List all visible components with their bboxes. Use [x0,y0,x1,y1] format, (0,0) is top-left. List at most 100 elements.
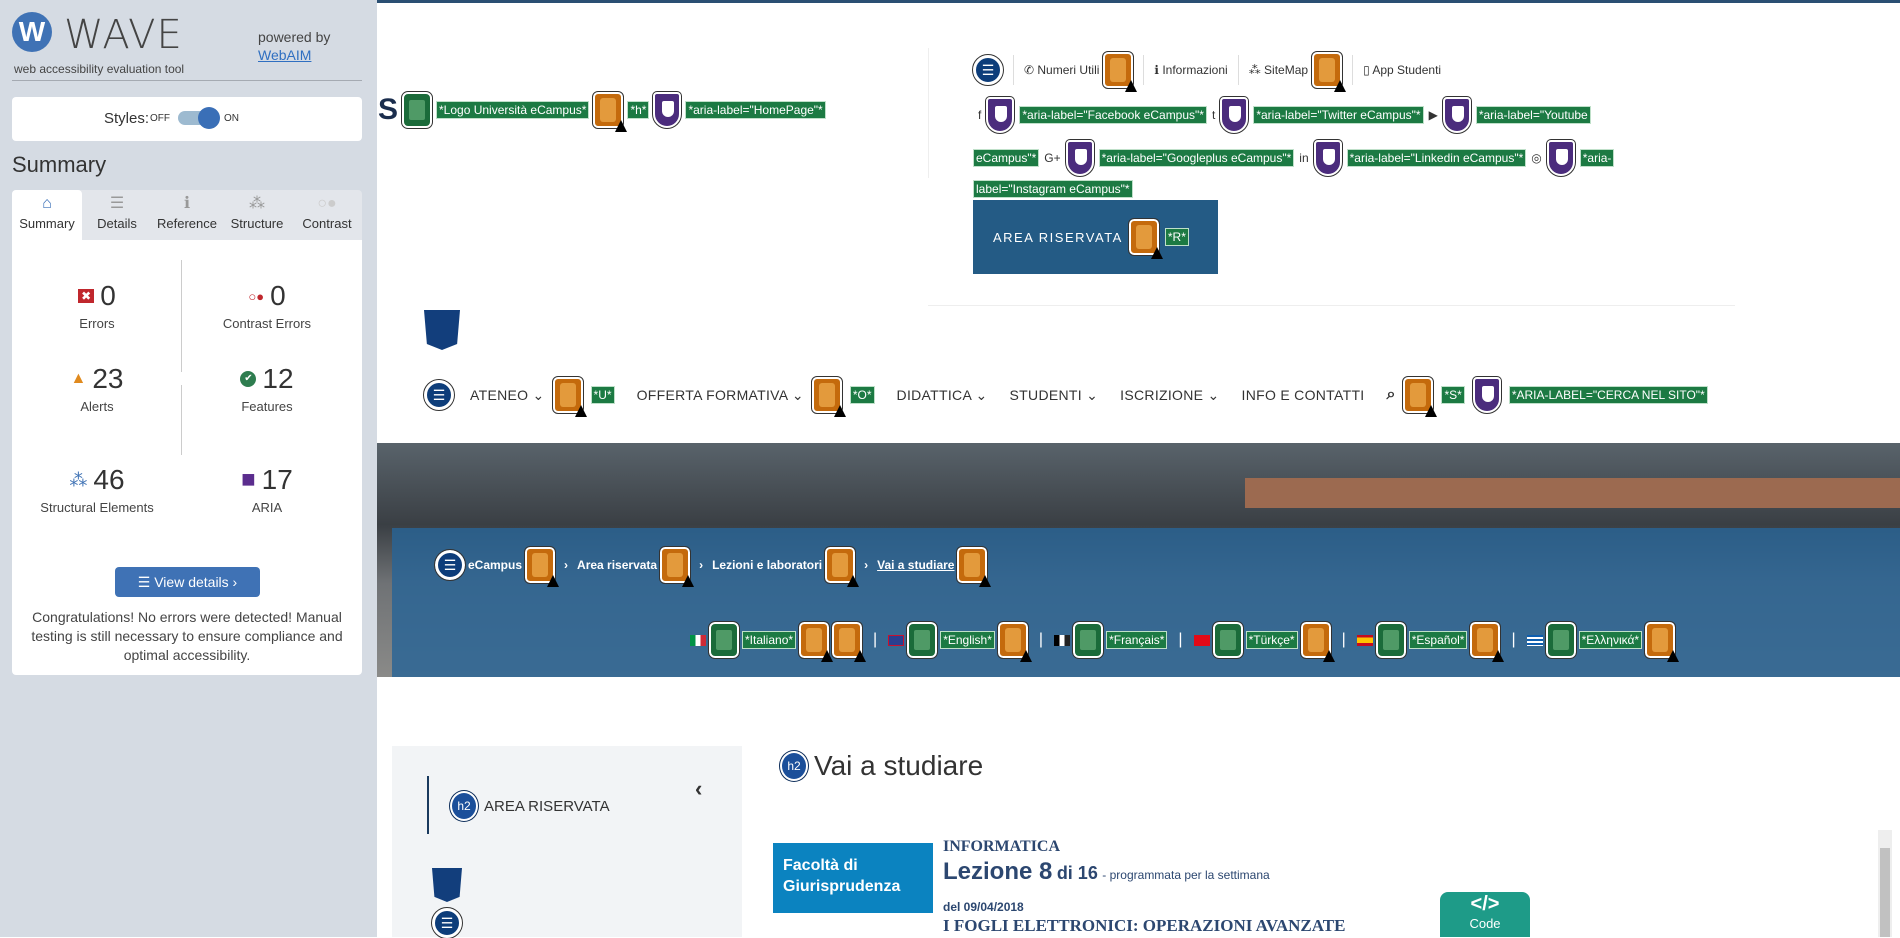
link-sitemap[interactable]: ⁂ SiteMap [1248,63,1309,77]
facebook-icon[interactable]: f [978,108,982,122]
nav-studenti[interactable]: STUDENTI ⌄ [1009,386,1099,403]
tab-structure[interactable]: ⁂Structure [222,190,292,240]
lesson-info: Lezione 8 di 16 - programmata per la set… [943,858,1270,886]
youtube-icon[interactable]: ▶ [1428,108,1438,122]
features-count: 12 [262,363,294,394]
flag-uk-icon [888,634,905,646]
alerts-count: 23 [92,363,124,394]
tab-contrast[interactable]: ○●Contrast [292,190,362,240]
faculty-label: Facoltà di Giurisprudenza [773,843,933,913]
structural-label: Structural Elements [40,500,154,515]
chevron-left-icon[interactable]: ‹ [695,776,703,801]
code-toggle-button[interactable]: </> Code [1440,892,1530,937]
nav-ateneo[interactable]: ATENEO ⌄ [470,386,545,403]
alert-icon [824,546,860,587]
nav-offerta-formativa[interactable]: OFFERTA FORMATIVA ⌄ [636,386,804,403]
divider [181,302,182,372]
aria-label-icon [1312,139,1343,177]
alert-icon [798,621,834,662]
linked-image-icon [708,621,740,659]
search-icon[interactable]: ⌕ [1386,386,1396,403]
tab-label: Summary [19,216,75,231]
divider [1237,55,1239,85]
aria-label-text: label="Instagram eCampus"* [973,180,1133,198]
flag-icon [1054,634,1071,646]
flag-italy-icon [690,634,706,646]
alert-icon [810,376,846,417]
divider [928,48,929,178]
powered-by: powered by [258,29,331,45]
lang-turkce[interactable]: *Türkçe* [1245,631,1298,649]
googleplus-icon[interactable]: G+ [1044,151,1061,165]
flag-turkey-icon [1193,634,1210,646]
linkedin-icon[interactable]: in [1299,151,1309,165]
lang-ellinika[interactable]: *Ελληνικά* [1578,631,1643,649]
wave-logo-icon: W [12,12,52,52]
lang-english[interactable]: *English* [940,631,995,649]
nav-info-contatti[interactable]: INFO E CONTATTI [1241,387,1365,403]
alert-icon [524,546,560,587]
breadcrumb: ☰ eCampus › Area riservata › Lezioni e l… [434,546,992,587]
link-numeri-utili[interactable]: ✆ Numeri Utili [1024,63,1100,77]
lang-francais[interactable]: *Français* [1106,631,1168,649]
scrollbar-thumb[interactable] [1880,848,1890,937]
view-details-label: View details › [154,574,238,590]
alert-icon [996,621,1032,662]
tab-summary[interactable]: ⌂Summary [12,190,82,240]
view-details-button[interactable]: ☰ View details › [115,567,260,597]
contrast-errors-count: 0 [270,280,286,311]
congrats-message: Congratulations! No errors were detected… [31,609,343,663]
twitter-icon[interactable]: t [1211,108,1216,122]
nav-iscrizione[interactable]: ISCRIZIONE ⌄ [1120,386,1220,403]
link-informazioni[interactable]: ℹ Informazioni [1154,63,1228,77]
breadcrumb-ecampus[interactable]: eCampus [468,558,523,572]
chevron-right-icon: › [564,558,569,572]
wave-sidebar: W WAVE web accessibility evaluation tool… [0,0,377,937]
lesson-title[interactable]: I FOGLI ELETTRONICI: OPERAZIONI AVANZATE [943,916,1346,935]
styles-toggle-knob[interactable] [198,107,220,129]
site-logo[interactable]: S *Logo Università eCampus* *h* *aria-la… [378,91,826,132]
social-row-3: label="Instagram eCampus"* [973,180,1133,198]
instagram-icon[interactable]: ◎ [1531,151,1542,165]
separator: | [1178,631,1183,648]
aria-label-text: *aria-label="HomePage"* [685,101,826,119]
summary-heading: Summary [12,152,107,177]
chevron-right-icon: › [699,558,704,572]
h2-icon: h2 [779,750,809,782]
stat-structural: ⁂46 Structural Elements [12,464,182,515]
subject: INFORMATICA [943,838,1061,855]
lang-espanol[interactable]: *Español* [1408,631,1468,649]
code-icon: </> [1470,893,1500,915]
link-app-studenti[interactable]: ▯ App Studenti [1363,63,1442,77]
alert-icon: ▲ [70,370,87,387]
top-border [377,0,1900,3]
tab-details[interactable]: ☰Details [82,190,152,240]
errors-count: 0 [100,280,116,311]
page-title: h2 Vai a studiare [779,750,983,782]
area-riservata-label: AREA RISERVATA [993,229,1123,245]
breadcrumb-area-riservata[interactable]: Area riservata [577,558,658,572]
nav-didattica[interactable]: DIDATTICA ⌄ [896,386,988,403]
alert-icon [1402,376,1438,417]
social-row-1: f *aria-label="Facebook eCampus"* t *ari… [978,96,1591,134]
aria-label-icon [1441,96,1472,134]
webaim-link[interactable]: WebAIM [258,47,312,63]
html5-structure-icon [424,310,460,350]
accesskey-label: *O* [849,386,875,404]
lang-italiano[interactable]: *Italiano* [742,631,797,649]
linked-image-icon [401,91,434,129]
error-icon: ✖ [78,289,95,303]
aria-label-icon [1064,139,1095,177]
aria-label-text: eCampus"* [973,149,1040,167]
alt-label: *Logo Università eCampus* [436,101,590,119]
alert-icon [956,546,992,587]
alert-icon [1311,51,1347,92]
tab-label: Reference [157,216,217,231]
image-icon [1072,621,1105,659]
breadcrumb-lezioni[interactable]: Lezioni e laboratori [712,558,823,572]
alert-icon [1644,621,1680,662]
breadcrumb-current[interactable]: Vai a studiare [877,558,955,572]
area-riservata-button[interactable]: AREA RISERVATA *R* [973,200,1218,274]
